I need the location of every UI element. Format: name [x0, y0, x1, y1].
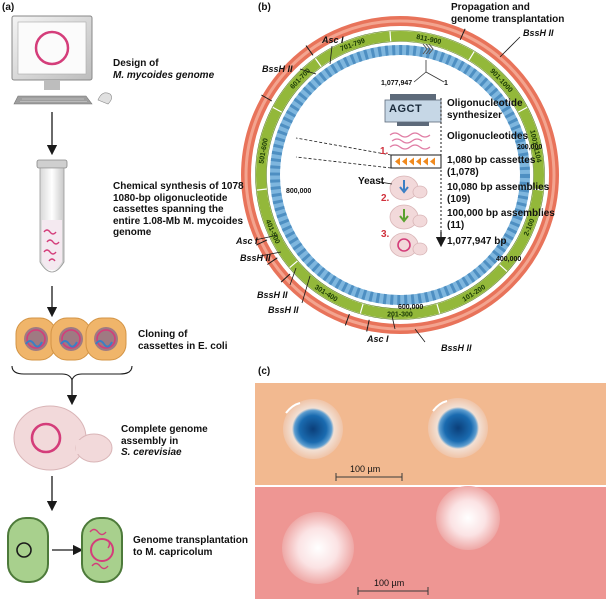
restriction-site-tick [261, 94, 273, 102]
panel-b-label: (b) [258, 2, 271, 13]
enzyme-bssh-bottom: BssH II [441, 343, 472, 353]
restriction-site-tick [280, 273, 291, 283]
test-tube-icon [36, 159, 68, 273]
enzyme-bssh-left-1: BssH II [240, 253, 271, 263]
segment-separator [499, 264, 508, 272]
step-synthesis-caption: Chemical synthesis of 1078 1080-bp oligo… [113, 181, 244, 238]
step-1-number: 1. [380, 146, 389, 157]
enzyme-bssh-top-left: BssH II [262, 64, 293, 74]
position-200000: 200,000 [517, 144, 543, 151]
restriction-site-tick [366, 319, 370, 332]
origin-chevrons-icon [422, 43, 434, 55]
position-1077947: 1,077,947 [381, 80, 413, 87]
legend-final-genome: 1,077,947 bp [447, 236, 507, 247]
step-assembly-caption: Complete genome assembly in S. cerevisia… [121, 424, 208, 458]
step-transplant-caption: Genome transplantation to M. capricolum [133, 535, 249, 558]
legend-synthesizer: Oligonucleotide synthesizer [447, 98, 523, 121]
enzyme-asc-bottom: Asc I [367, 334, 389, 344]
ecoli-cells-icon [15, 317, 127, 361]
panel-c-label: (c) [258, 366, 271, 377]
genome-map [241, 16, 559, 343]
enzyme-bssh-left-3: BssH II [268, 305, 299, 315]
cassettes-icon [390, 154, 442, 169]
segment-separator [389, 31, 392, 42]
scale-bar-label-bottom: 100 µm [374, 578, 405, 588]
panel-a-graphics [7, 15, 133, 583]
restriction-site-tick [459, 28, 466, 41]
segment-separator [468, 51, 475, 61]
segment-separator [436, 303, 441, 314]
legend-10k-assemblies: 10,080 bp assemblies (109) [447, 182, 550, 205]
transplant-title: Propagation and genome transplantation [451, 2, 565, 25]
yeast-assembly-icon [389, 175, 428, 258]
segment-label: 501-600 [258, 138, 269, 165]
segment-separator [272, 106, 282, 113]
legend-oligonucleotides: Oligonucleotides [447, 131, 529, 142]
segment-separator [359, 303, 364, 314]
computer-icon [11, 15, 112, 105]
step-3-number: 3. [381, 229, 390, 240]
segment-separator [533, 188, 544, 191]
segment-separator [314, 58, 322, 67]
restriction-site-tick [305, 45, 314, 56]
position-600000: 600,000 [398, 304, 424, 311]
enzyme-asc-top-left: Asc I [322, 35, 344, 45]
segment-separator [289, 260, 298, 269]
enzyme-bssh-top-right: BssH II [523, 28, 554, 38]
transplantation-icon [7, 517, 123, 583]
restriction-site-tick [344, 313, 350, 326]
segment-label: 201-300 [387, 312, 413, 319]
step-design-caption: Design of M. mycoides genome [113, 58, 215, 81]
position-400000: 400,000 [496, 256, 522, 263]
oligonucleotides-icon [389, 132, 431, 150]
synthesizer-letters: AGCT [389, 103, 423, 115]
yeast-label: Yeast [358, 176, 385, 187]
restriction-site-tick [267, 257, 278, 265]
enzyme-asc-left: Asc I [236, 236, 258, 246]
step-cloning-caption: Cloning of cassettes in E. coli [138, 329, 228, 352]
position-1: 1 [444, 80, 448, 87]
step-2-number: 2. [381, 193, 390, 204]
segment-separator [256, 188, 267, 191]
panel-a-label: (a) [2, 2, 15, 13]
restriction-site-tick [255, 239, 268, 246]
yeast-cell-icon [13, 405, 113, 471]
legend-100k-assemblies: 100,000 bp assemblies (11) [447, 208, 555, 231]
scale-bar-label-top: 100 µm [350, 464, 381, 474]
legend-cassettes: 1,080 bp cassettes (1,078) [447, 155, 536, 178]
position-800000: 800,000 [286, 188, 312, 195]
enzyme-bssh-left-2: BssH II [257, 290, 288, 300]
segment-separator [518, 106, 528, 113]
micrographs [255, 383, 606, 599]
